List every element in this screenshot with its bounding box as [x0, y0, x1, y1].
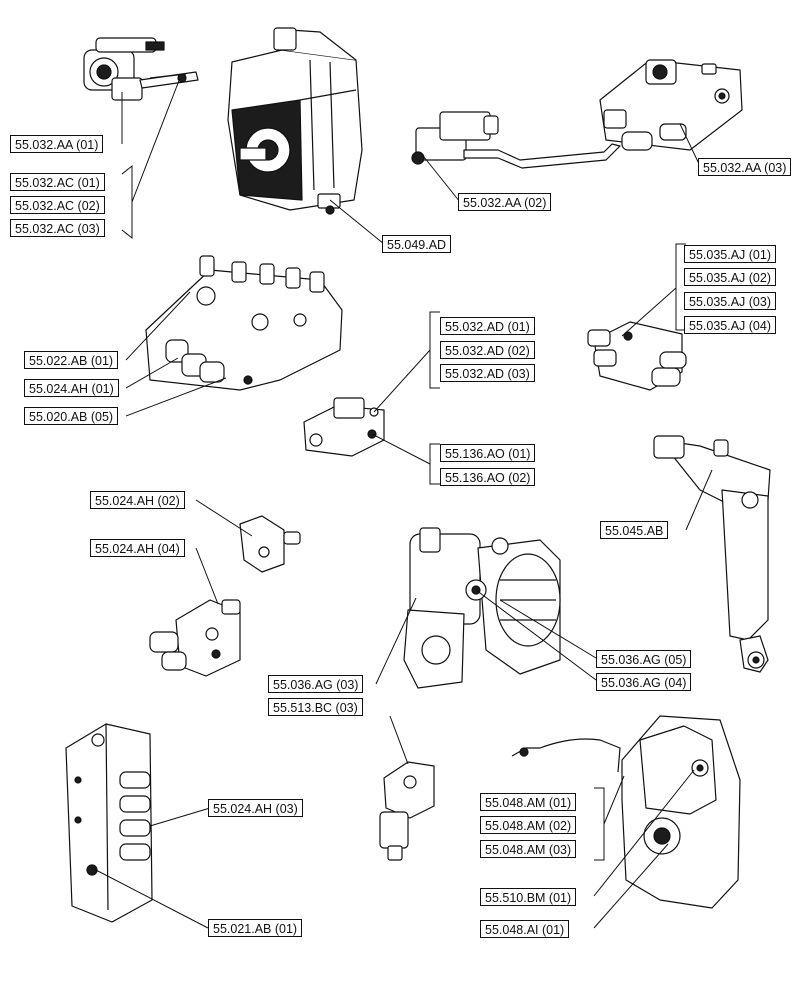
callout-55-048-am-02[interactable]: 55.048.AM (02)	[480, 816, 577, 834]
callout-55-035-aj-02[interactable]: 55.035.AJ (02)	[684, 268, 776, 286]
hydraulic-cylinder	[653, 435, 771, 673]
transmission-housing	[227, 27, 363, 215]
solenoid-valve-top-left	[83, 37, 199, 101]
callout-55-032-aa-02[interactable]: 55.032.AA (02)	[458, 193, 552, 211]
callout-55-032-ad-02[interactable]: 55.032.AD (02)	[440, 341, 535, 359]
main-valve-assembly	[145, 255, 343, 391]
callout-55-513-bc-03[interactable]: 55.513.BC (03)	[268, 698, 363, 716]
callout-55-020-ab-05[interactable]: 55.020.AB (05)	[24, 407, 119, 425]
callout-55-032-ad-01[interactable]: 55.032.AD (01)	[440, 317, 535, 335]
callout-55-036-ag-04[interactable]: 55.036.AG (04)	[596, 673, 692, 691]
callout-55-036-ag-05[interactable]: 55.036.AG (05)	[596, 650, 692, 668]
callout-55-035-aj-04[interactable]: 55.035.AJ (04)	[684, 316, 776, 334]
callout-55-035-aj-03[interactable]: 55.035.AJ (03)	[684, 292, 776, 310]
callout-55-510-bm-01[interactable]: 55.510.BM (01)	[480, 888, 577, 906]
leader-lines	[91, 77, 713, 929]
transmission-cover-with-harness	[511, 715, 741, 909]
callout-55-045-ab[interactable]: 55.045.AB	[600, 521, 669, 539]
callout-55-024-ah-01[interactable]: 55.024.AH (01)	[24, 379, 119, 397]
callout-55-024-ah-02[interactable]: 55.024.AH (02)	[90, 491, 185, 509]
callout-55-036-ag-03[interactable]: 55.036.AG (03)	[268, 675, 364, 693]
callout-55-136-ao-01[interactable]: 55.136.AO (01)	[440, 444, 536, 462]
callout-55-049-ad[interactable]: 55.049.AD	[382, 235, 452, 253]
callout-55-032-ac-02[interactable]: 55.032.AC (02)	[10, 196, 105, 214]
callout-55-021-ab-01[interactable]: 55.021.AB (01)	[208, 919, 303, 937]
solenoid-pair-valve-block	[587, 321, 687, 391]
valve-block-04	[149, 599, 241, 677]
control-valve-block	[599, 59, 743, 151]
sensor-solenoid	[379, 761, 435, 861]
valve-manifold-block	[65, 723, 153, 923]
solenoid-valve-with-tube	[411, 111, 621, 169]
pump-assembly	[403, 527, 561, 689]
callout-55-032-aa-01[interactable]: 55.032.AA (01)	[10, 135, 104, 153]
small-valve-block-center	[303, 397, 385, 457]
callout-55-024-ah-03[interactable]: 55.024.AH (03)	[208, 799, 303, 817]
callout-55-048-am-03[interactable]: 55.048.AM (03)	[480, 840, 577, 858]
callout-55-136-ao-02[interactable]: 55.136.AO (02)	[440, 468, 536, 486]
callout-55-032-ad-03[interactable]: 55.032.AD (03)	[440, 364, 535, 382]
callout-55-032-ac-01[interactable]: 55.032.AC (01)	[10, 173, 105, 191]
callout-55-032-ac-03[interactable]: 55.032.AC (03)	[10, 219, 105, 237]
callout-55-024-ah-04[interactable]: 55.024.AH (04)	[90, 539, 185, 557]
callout-55-048-ai-01[interactable]: 55.048.AI (01)	[480, 920, 570, 938]
callout-55-032-aa-03[interactable]: 55.032.AA (03)	[698, 158, 792, 176]
callout-55-048-am-01[interactable]: 55.048.AM (01)	[480, 793, 577, 811]
valve-block-small-02	[239, 515, 301, 573]
callout-55-022-ab-01[interactable]: 55.022.AB (01)	[24, 351, 119, 369]
callout-55-035-aj-01[interactable]: 55.035.AJ (01)	[684, 245, 776, 263]
